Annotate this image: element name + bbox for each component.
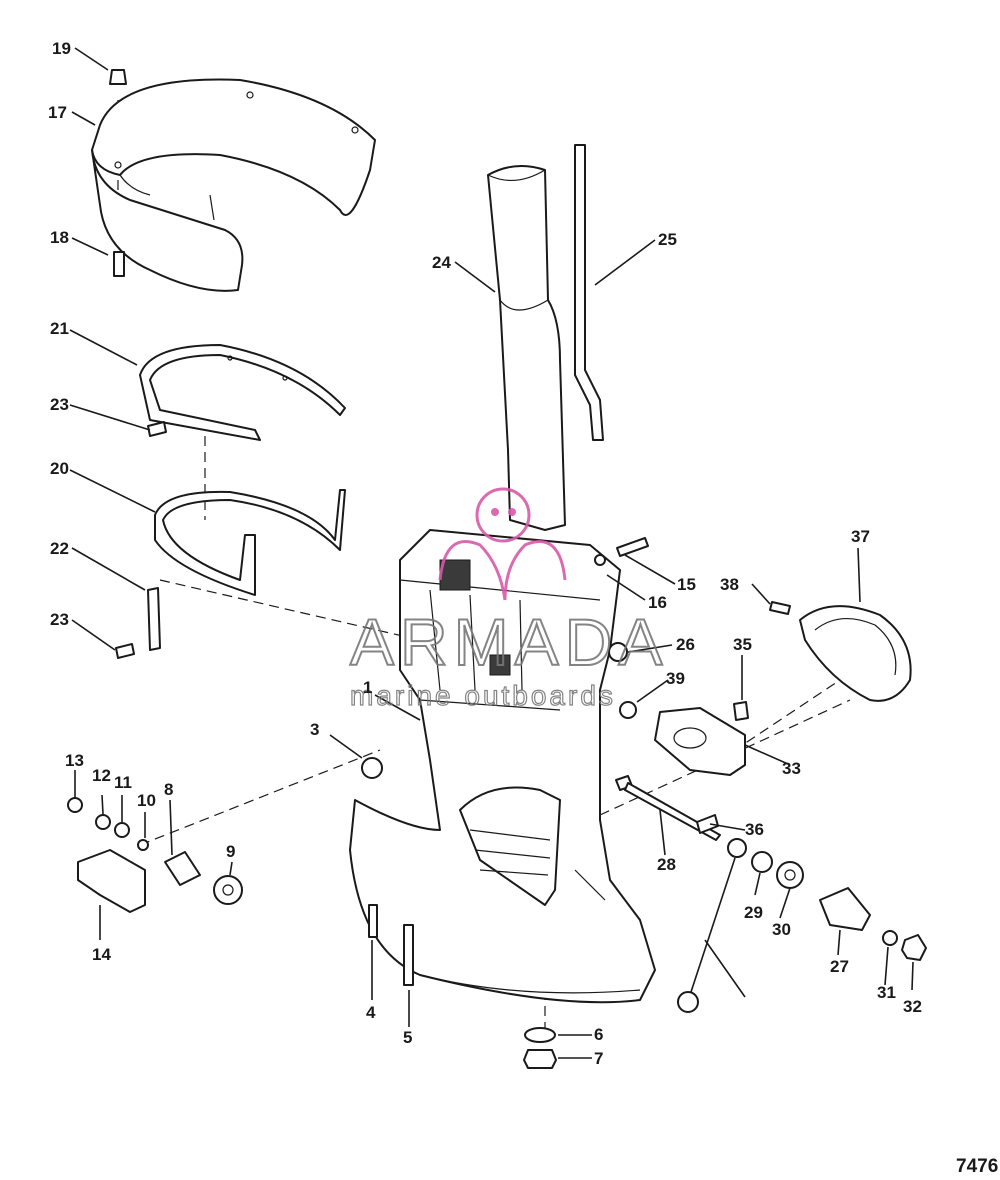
ground-strap-part-39 bbox=[677, 838, 747, 1013]
callout-9: 9 bbox=[226, 842, 235, 861]
callout-25: 25 bbox=[658, 230, 677, 249]
callout-22: 22 bbox=[50, 539, 69, 558]
callout-15: 15 bbox=[677, 575, 696, 594]
callout-7: 7 bbox=[594, 1049, 603, 1068]
washer-part-30 bbox=[776, 861, 804, 889]
callout-12: 12 bbox=[92, 766, 111, 785]
watermark-tagline: marine outboards bbox=[350, 680, 616, 711]
washer-part-16 bbox=[594, 554, 606, 566]
callout-23-upper: 23 bbox=[50, 395, 69, 414]
screw-part-23-upper bbox=[147, 421, 167, 437]
bolt-part-15 bbox=[616, 537, 649, 557]
nut-part-13 bbox=[67, 797, 83, 813]
armada-watermark: ARMADA marine outboards bbox=[349, 487, 668, 712]
seal-strip-part-21 bbox=[139, 344, 346, 441]
spring-part-35 bbox=[696, 814, 719, 834]
screw-part-37 bbox=[769, 601, 791, 615]
nut-part-26 bbox=[608, 642, 628, 662]
callout-32: 32 bbox=[903, 997, 922, 1016]
screw-part-38 bbox=[619, 701, 637, 719]
callout-33: 33 bbox=[782, 759, 801, 778]
octopus-logo-icon bbox=[438, 487, 567, 601]
water-tube-part-25 bbox=[574, 144, 604, 441]
washer-part-10 bbox=[137, 839, 149, 851]
callout-26: 26 bbox=[676, 635, 695, 654]
bracket-part-14 bbox=[77, 849, 146, 913]
seal-strip-part-20 bbox=[154, 489, 346, 596]
stud-part-4 bbox=[368, 904, 378, 938]
callout-21: 21 bbox=[50, 319, 69, 338]
screw-part-18 bbox=[113, 251, 125, 277]
washer-part-11 bbox=[114, 822, 130, 838]
callout-16: 16 bbox=[648, 593, 667, 612]
callout-13: 13 bbox=[65, 751, 84, 770]
callout-38: 39 bbox=[666, 669, 685, 688]
callout-18: 18 bbox=[50, 228, 69, 247]
callout-11: 11 bbox=[114, 773, 132, 792]
callout-23-lower: 23 bbox=[50, 610, 69, 629]
callout-35: 36 bbox=[745, 820, 764, 839]
screw-part-23-lower bbox=[115, 643, 135, 659]
callout-17: 17 bbox=[48, 103, 67, 122]
callout-30: 30 bbox=[772, 920, 791, 939]
callout-3: 3 bbox=[310, 720, 319, 739]
screw-part-19 bbox=[109, 69, 127, 85]
nut-part-7 bbox=[523, 1049, 557, 1069]
callout-4: 4 bbox=[366, 1003, 376, 1022]
callout-27: 27 bbox=[830, 957, 849, 976]
callout-19: 19 bbox=[52, 39, 71, 58]
anode-part-27 bbox=[819, 887, 871, 931]
nut-part-32 bbox=[901, 934, 927, 961]
callout-14: 14 bbox=[92, 945, 111, 964]
exhaust-tube-part-24 bbox=[487, 165, 566, 531]
callout-36: 37 bbox=[851, 527, 870, 546]
callout-24: 24 bbox=[432, 253, 451, 272]
callout-37: 38 bbox=[720, 575, 739, 594]
grommet-part-9 bbox=[213, 875, 243, 905]
figure-number: 7476 bbox=[956, 1156, 998, 1177]
callout-29: 29 bbox=[744, 903, 763, 922]
upper-cowl-part-17 bbox=[91, 78, 376, 292]
callout-6: 6 bbox=[594, 1025, 603, 1044]
washer-part-31 bbox=[882, 930, 898, 946]
leader-lines bbox=[69, 47, 914, 1059]
bushing-part-8 bbox=[164, 851, 201, 886]
callout-31: 31 bbox=[877, 983, 896, 1002]
plug-part-3 bbox=[361, 757, 383, 779]
driveshaft-housing-part-1 bbox=[349, 529, 656, 1004]
clip-part-22 bbox=[147, 587, 161, 651]
long-bolt-part-28 bbox=[615, 775, 721, 841]
washer-part-29 bbox=[751, 851, 773, 873]
callout-1: 1 bbox=[363, 678, 372, 697]
callout-10: 10 bbox=[137, 791, 156, 810]
callout-8: 8 bbox=[164, 780, 173, 799]
washer-part-12 bbox=[95, 814, 111, 830]
callout-20: 20 bbox=[50, 459, 69, 478]
callout-34: 35 bbox=[733, 635, 752, 654]
screw-part-34 bbox=[733, 701, 749, 721]
cover-plate-part-33 bbox=[654, 707, 746, 776]
callout-28: 28 bbox=[657, 855, 676, 874]
stud-part-5 bbox=[403, 924, 414, 986]
callout-labels: 19 17 18 21 23 20 22 23 24 25 15 16 26 3… bbox=[48, 39, 922, 1068]
side-cover-part-36 bbox=[799, 605, 912, 702]
washer-part-6 bbox=[524, 1027, 556, 1043]
callout-5: 5 bbox=[403, 1028, 412, 1047]
watermark-brand: ARMADA bbox=[350, 605, 668, 679]
